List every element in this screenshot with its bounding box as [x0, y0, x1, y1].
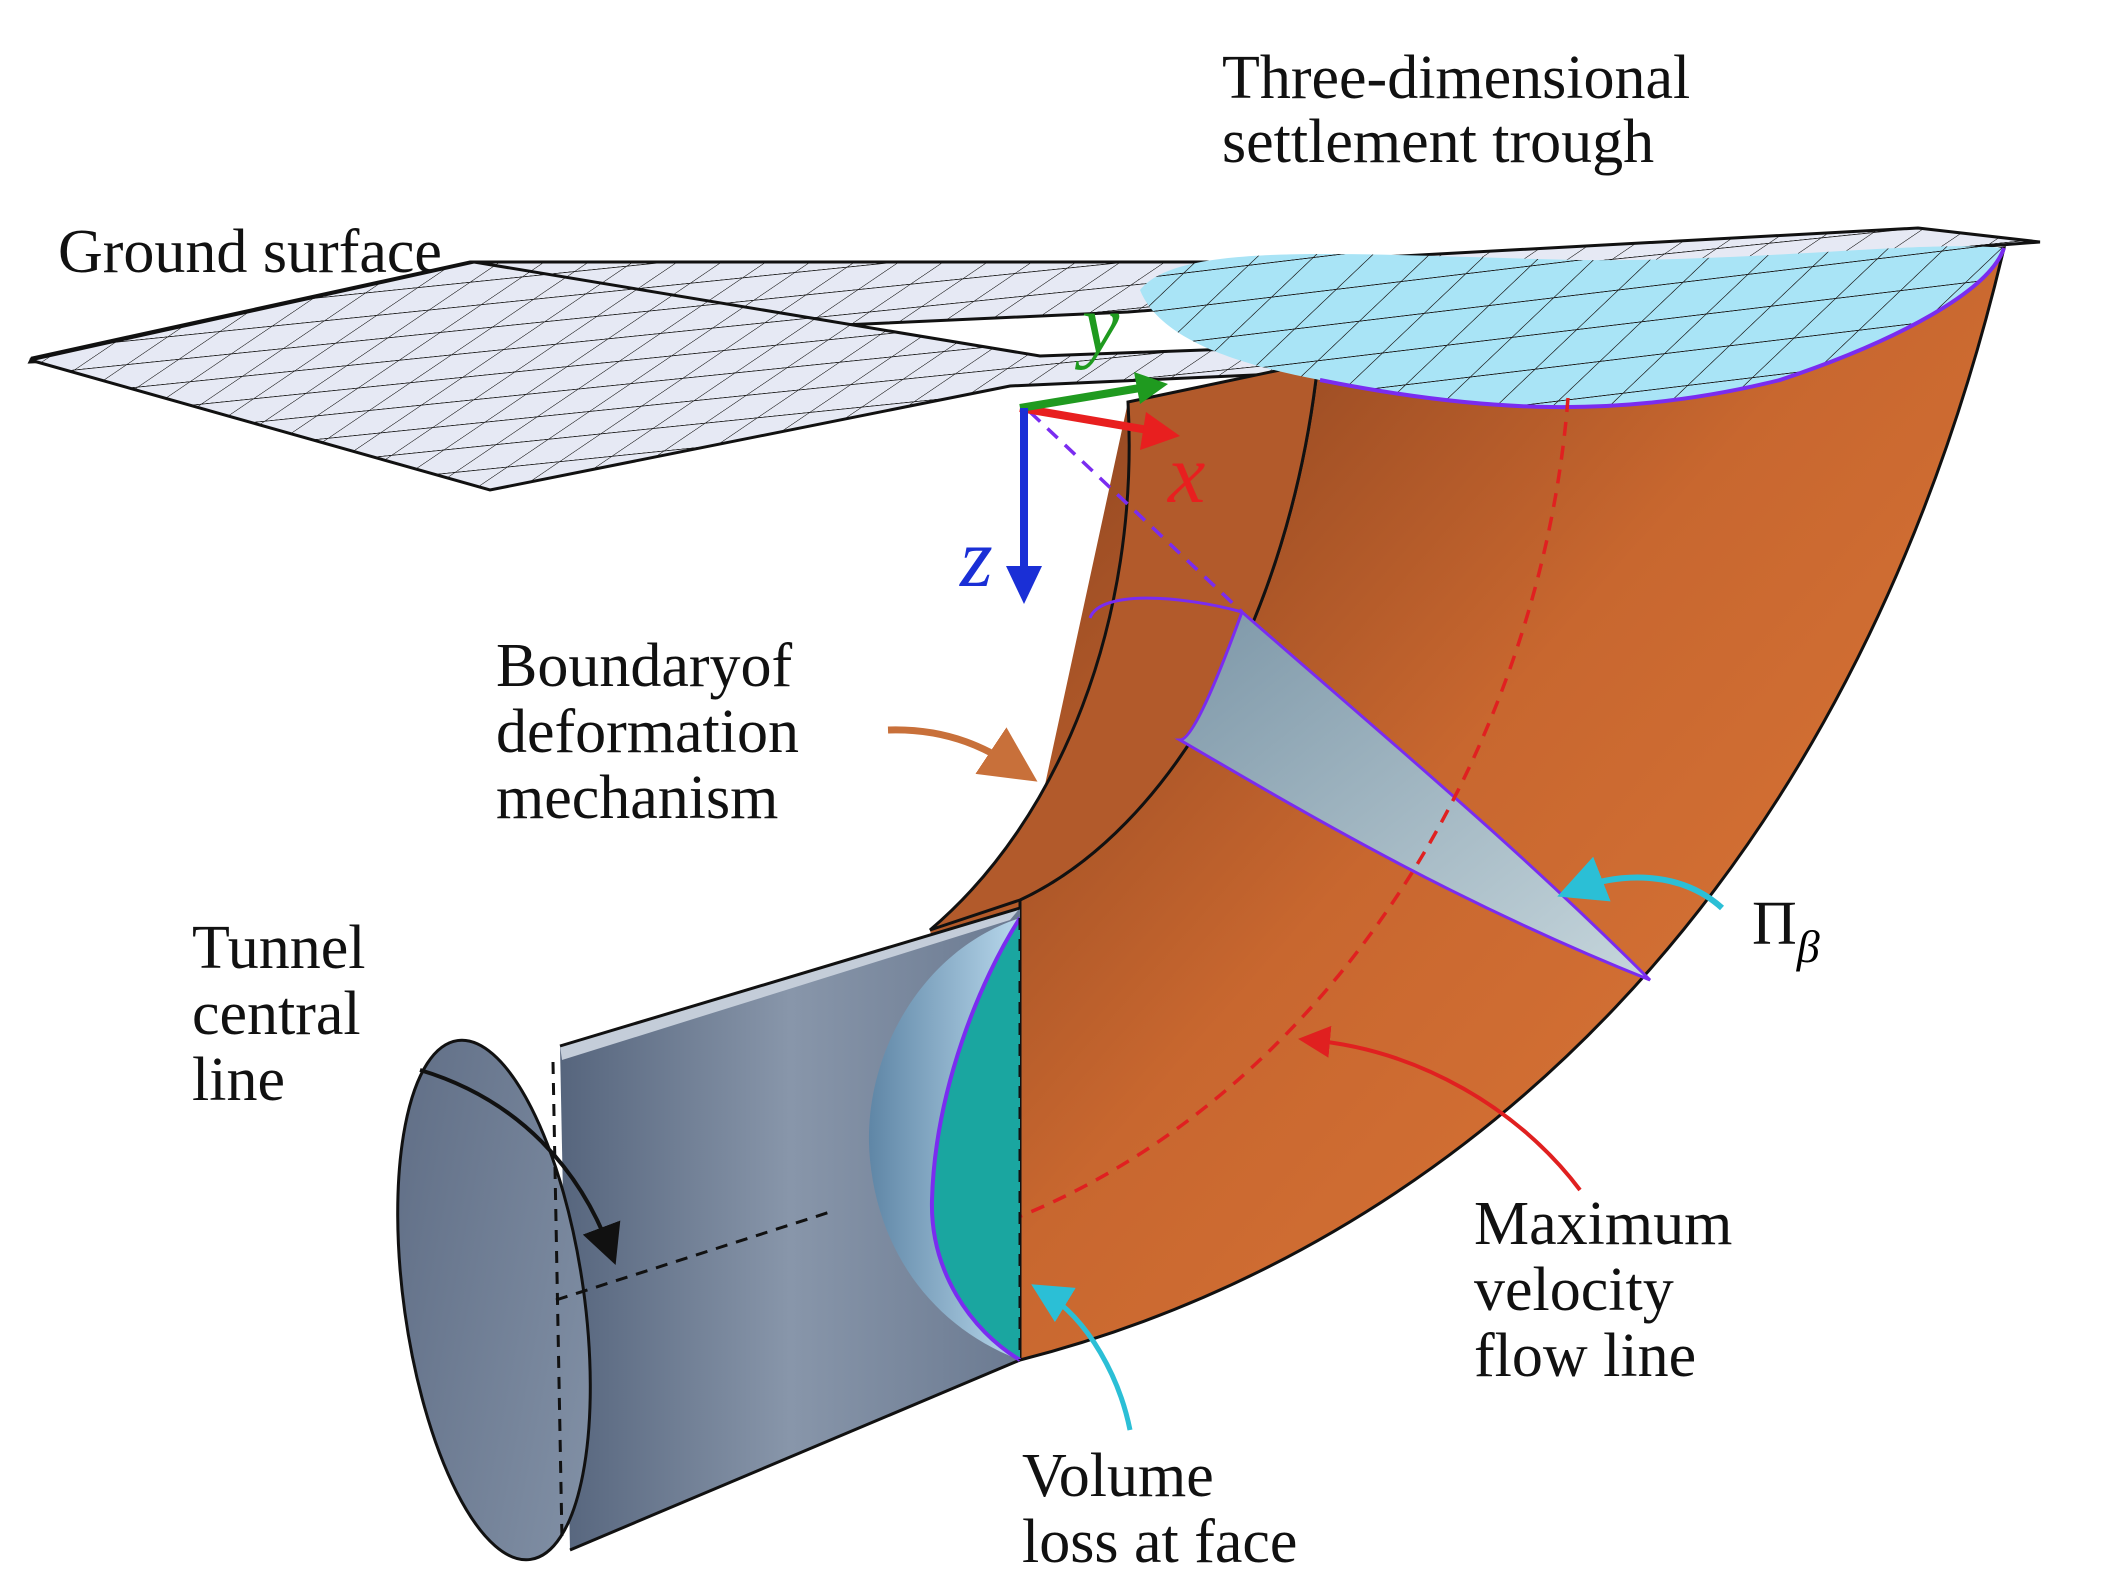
y-axis-line — [1019, 384, 1141, 412]
mechanism-outer-left — [929, 360, 1320, 932]
z-axis-label: z — [959, 512, 993, 605]
x-axis-arrowhead — [1140, 412, 1180, 450]
volume-loss-outline — [929, 916, 1022, 1362]
volume-loss-label: Volume loss at face — [1022, 1442, 1297, 1576]
trough-purple-edge — [1319, 247, 2006, 410]
y-axis-arrowhead — [1134, 372, 1168, 404]
pi-beta-leader-arrow — [1557, 856, 1725, 911]
pi-beta-label: Πβ — [1752, 890, 1820, 972]
ground-surface-label: Ground surface — [58, 218, 442, 286]
volume-loss-leader-arrow — [1031, 1284, 1133, 1431]
max-velocity-flow-line — [939, 397, 1570, 1246]
x-axis-line — [1019, 404, 1161, 436]
volume-loss-region — [931, 918, 1020, 1360]
boundary-label: Boundaryof deformation mechanism — [496, 632, 815, 832]
y-axis-label: y — [1074, 278, 1120, 371]
tunnel-end-cap — [396, 1038, 592, 1562]
coordinate-axes: x y z — [959, 278, 1205, 605]
boundary-leader-arrow — [887, 726, 1038, 782]
max-velocity-label: Maximum velocity flow line — [1474, 1190, 1748, 1390]
pi-beta-plane — [1174, 609, 1652, 982]
three-dimensional-trough-label: Three-dimensional settlement trough — [1222, 44, 1706, 176]
tunnel-central-line-label: Tunnel central line — [192, 914, 381, 1114]
x-axis-label: x — [1166, 428, 1205, 521]
max-velocity-leader-arrow — [1298, 1025, 1582, 1192]
pi-beta-ellipse-top — [1088, 596, 1243, 619]
settlement-trough — [1140, 246, 2004, 408]
z-axis-arrowhead — [1006, 566, 1042, 604]
origin-dashed-line — [1028, 410, 1244, 614]
tunnel-central-line-leader-arrow — [419, 1068, 621, 1265]
